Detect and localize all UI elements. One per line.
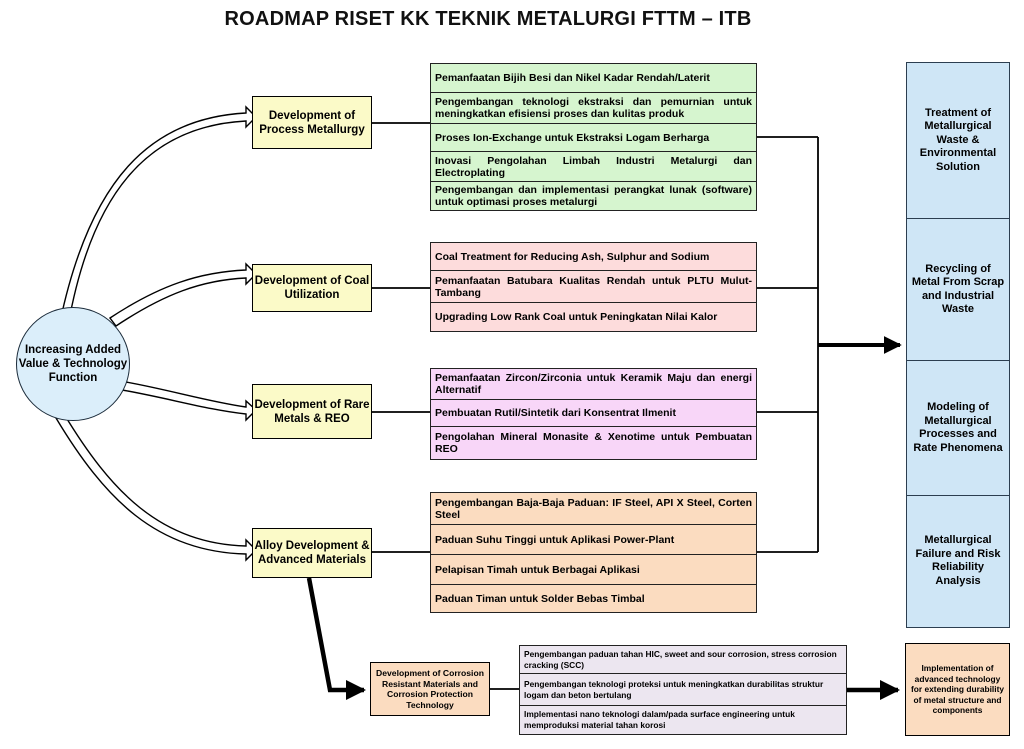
category-label: Development of Coal Utilization [254, 275, 370, 301]
outcomes-column: Treatment of Metallurgical Waste & Envir… [906, 62, 1010, 628]
arrow-to-coal [108, 262, 257, 327]
category-rare-metals: Development of Rare Metals & REO [252, 384, 372, 439]
list-item: Pengembangan paduan tahan HIC, sweet and… [520, 646, 846, 674]
list-item: Upgrading Low Rank Coal untuk Peningkata… [435, 310, 718, 323]
category-coal-utilization: Development of Coal Utilization [252, 264, 372, 312]
list-item: Inovasi Pengolahan Limbah Industri Metal… [431, 152, 756, 182]
list-item: Coal Treatment for Reducing Ash, Sulphur… [431, 243, 756, 271]
list-item: Pelapisan Timah untuk Berbagai Aplikasi [431, 555, 756, 585]
list-item: Pemanfaatan Zircon/Zirconia untuk Kerami… [431, 369, 756, 400]
list-item: Paduan Suhu Tinggi untuk Aplikasi Power-… [431, 525, 756, 555]
category-label: Alloy Development & Advanced Materials [254, 540, 370, 566]
list-item: Proses Ion-Exchange untuk Ekstraksi Loga… [431, 124, 756, 152]
list-item: Paduan Timan untuk Solder Bebas Timbal [435, 592, 645, 605]
list-item: Pengembangan Baja-Baja Paduan: IF Steel,… [431, 493, 756, 525]
rare-metals-list: Pemanfaatan Zircon/Zirconia untuk Kerami… [430, 368, 757, 460]
category-connectors [370, 122, 430, 553]
list-item: Pemanfaatan Bijih Besi dan Nikel Kadar R… [431, 64, 756, 93]
list-item: Pengembangan dan implementasi perangkat … [435, 183, 752, 208]
outcome-cell: Modeling of Metallurgical Processes and … [907, 361, 1009, 496]
list-item: Pengembangan teknologi ekstraksi dan pem… [431, 93, 756, 124]
process-metallurgy-list: Pemanfaatan Bijih Besi dan Nikel Kadar R… [430, 63, 757, 211]
corrosion-outcome-box: Implementation of advanced technology fo… [905, 643, 1010, 736]
category-label: Development of Rare Metals & REO [254, 398, 370, 425]
category-label: Development of Process Metallurgy [259, 109, 365, 136]
corrosion-development-box: Development of Corrosion Resistant Mater… [370, 662, 490, 716]
list-item: Pengolahan Mineral Monasite & Xenotime u… [435, 430, 752, 455]
center-label: Increasing Added Value & Technology Func… [18, 344, 128, 384]
category-alloy-development: Alloy Development & Advanced Materials [252, 528, 372, 578]
outcome-cell: Treatment of Metallurgical Waste & Envir… [907, 63, 1009, 219]
list-item: Implementasi nano teknologi dalam/pada s… [524, 709, 795, 730]
list-item: Pembuatan Rutil/Sintetik dari Konsentrat… [431, 400, 756, 427]
alloy-development-list: Pengembangan Baja-Baja Paduan: IF Steel,… [430, 492, 757, 613]
diagram-title: ROADMAP RISET KK TEKNIK METALURGI FTTM –… [224, 8, 752, 30]
list-item: Pengembangan teknologi proteksi untuk me… [520, 674, 846, 706]
list-item: Pemanfaatan Batubara Kualitas Rendah unt… [431, 271, 756, 303]
arrow-to-alloy [55, 413, 257, 562]
category-process-metallurgy: Development of Process Metallurgy [252, 96, 372, 149]
outcome-cell: Recycling of Metal From Scrap and Indust… [907, 219, 1009, 361]
corrosion-label: Development of Corrosion Resistant Mater… [376, 668, 484, 710]
corrosion-outcome-label: Implementation of advanced technology fo… [910, 663, 1005, 716]
outcome-cell: Metallurgical Failure and Risk Reliabili… [915, 534, 1001, 587]
center-circle: Increasing Added Value & Technology Func… [16, 307, 130, 421]
coal-utilization-list: Coal Treatment for Reducing Ash, Sulphur… [430, 242, 757, 332]
arrow-to-rare-metals [120, 381, 258, 422]
arrow-to-corrosion [306, 577, 367, 701]
corrosion-list: Pengembangan paduan tahan HIC, sweet and… [519, 645, 847, 735]
outcome-collector-lines [757, 136, 819, 553]
